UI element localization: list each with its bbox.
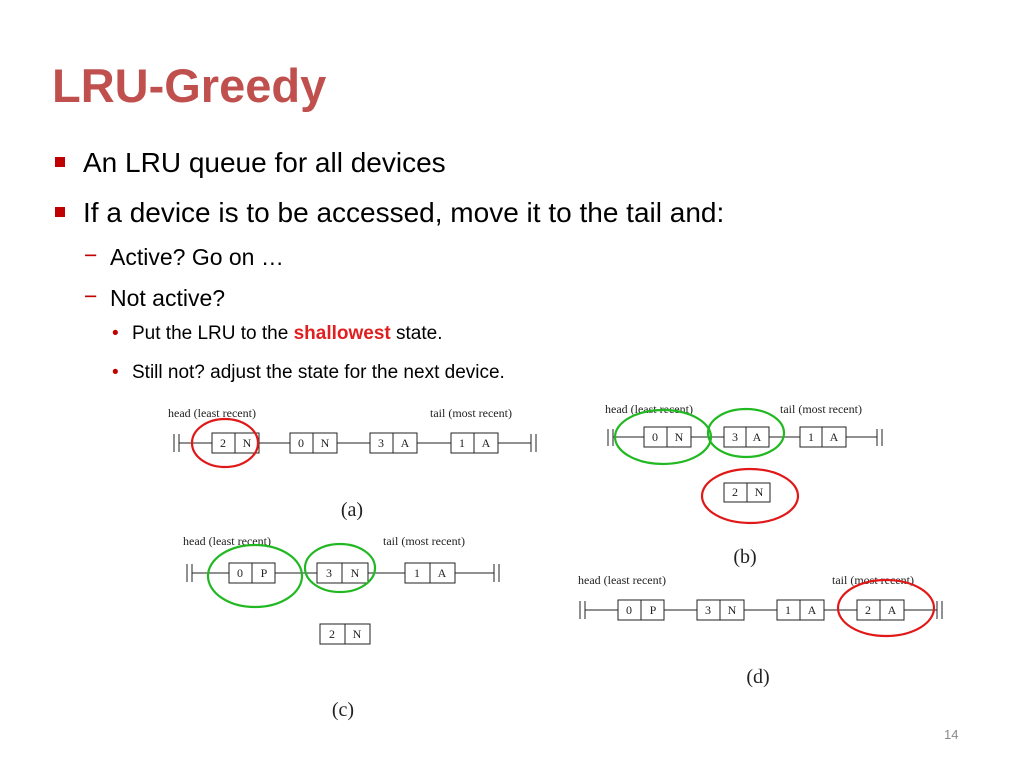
highlight-shallowest: shallowest (293, 323, 391, 344)
diagram-d: head (least recent) tail (most recent) 0… (578, 573, 943, 688)
node-id: 2 (329, 627, 335, 641)
head-label: head (least recent) (605, 402, 693, 416)
node-id: 1 (414, 566, 420, 580)
text-after: state. (390, 323, 443, 344)
node-state: N (321, 436, 330, 450)
node-id: 1 (785, 603, 791, 617)
green-circle (303, 542, 377, 594)
node-state: P (650, 603, 657, 617)
green-circle (613, 408, 713, 466)
red-circle (190, 417, 260, 469)
node-id: 3 (705, 603, 711, 617)
node-id: 0 (298, 436, 304, 450)
node-state: N (353, 627, 362, 641)
head-label: head (least recent) (168, 406, 256, 420)
square-bullet-icon (55, 207, 65, 217)
dash-bullet-icon: − (84, 283, 98, 309)
node-id: 2 (220, 436, 226, 450)
tail-label: tail (most recent) (383, 534, 465, 548)
text-before: Put the LRU to the (132, 323, 294, 344)
diagram-b: head (least recent) tail (most recent) 0… (605, 402, 883, 568)
caption: (d) (746, 666, 769, 688)
node-state: N (243, 436, 252, 450)
sub-sub-bullet-text: Put the LRU to the shallowest state. (132, 322, 443, 346)
head-label: head (least recent) (578, 573, 666, 587)
slide-title: LRU-Greedy (52, 59, 327, 112)
page-number: 14 (944, 727, 959, 742)
node-id: 2 (865, 603, 871, 617)
dash-bullet-icon: − (84, 242, 98, 268)
green-circle (706, 407, 786, 459)
node-id: 0 (652, 430, 658, 444)
bullet-text: An LRU queue for all devices (83, 147, 446, 178)
tail-label: tail (most recent) (430, 406, 512, 420)
diagram-c: head (least recent) tail (most recent) 0… (183, 534, 500, 721)
node-id: 2 (732, 485, 738, 499)
node-state: A (438, 566, 447, 580)
red-circle (836, 578, 936, 638)
node-id: 0 (237, 566, 243, 580)
caption: (a) (341, 499, 363, 521)
sub-bullet-text: Not active? (110, 285, 226, 311)
red-circle (700, 467, 800, 525)
node-state: N (675, 430, 684, 444)
node-state: P (261, 566, 268, 580)
dot-bullet-icon: • (112, 362, 119, 383)
node-id: 3 (732, 430, 738, 444)
diagram-a: head (least recent) tail (most recent) 2… (168, 406, 537, 521)
node-id: 3 (326, 566, 332, 580)
dot-bullet-icon: • (112, 323, 119, 344)
sub-sub-bullet-text: Still not? adjust the state for the next… (132, 362, 505, 383)
node-id: 1 (459, 436, 465, 450)
node-id: 3 (378, 436, 384, 450)
node-id: 0 (626, 603, 632, 617)
node-state: A (401, 436, 410, 450)
node-state: A (753, 430, 762, 444)
node-state: N (755, 485, 764, 499)
sub-bullet-text: Active? Go on … (110, 244, 284, 270)
node-state: A (888, 603, 897, 617)
caption: (b) (733, 546, 756, 568)
green-circle (206, 543, 304, 609)
tail-label: tail (most recent) (780, 402, 862, 416)
node-state: A (830, 430, 839, 444)
node-state: A (808, 603, 817, 617)
bullet-text: If a device is to be accessed, move it t… (83, 197, 725, 228)
node-state: N (351, 566, 360, 580)
node-id: 1 (808, 430, 814, 444)
node-state: N (728, 603, 737, 617)
node-state: A (482, 436, 491, 450)
square-bullet-icon (55, 157, 65, 167)
caption: (c) (332, 699, 354, 721)
